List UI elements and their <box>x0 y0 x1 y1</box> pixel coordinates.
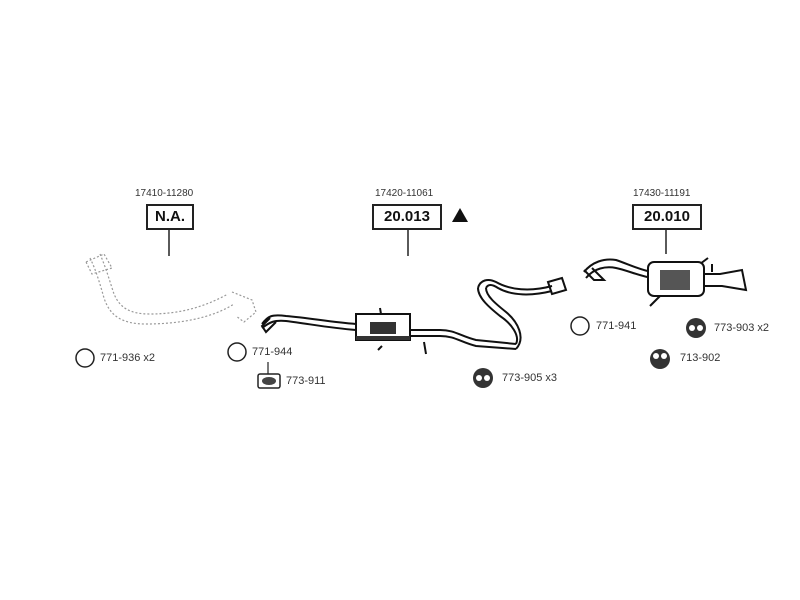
ring-icon <box>75 348 95 368</box>
ring-icon <box>227 342 247 362</box>
rear-muffler <box>647 261 705 297</box>
rear-ref-box[interactable]: 20.010 <box>632 204 702 230</box>
warning-triangle-icon <box>452 208 468 222</box>
center-muffler <box>355 313 411 341</box>
front-pipe <box>85 253 257 325</box>
center-ring-label[interactable]: 771-944 <box>252 346 293 358</box>
gasket-icon <box>257 373 281 389</box>
center-gasket-label[interactable]: 773-911 <box>286 375 326 387</box>
rubber-hanger-icon <box>686 318 706 338</box>
rear-part-number: 17430-11191 <box>633 188 691 199</box>
front-part-number: 17410-11280 <box>135 188 194 199</box>
center-ref-box[interactable]: 20.013 <box>372 204 442 230</box>
rubber-hanger-icon <box>650 349 670 369</box>
front-ring-label[interactable]: 771-936 x2 <box>100 352 156 364</box>
center-pipe <box>260 276 568 355</box>
rear-hanger-b-label[interactable]: 713-902 <box>680 352 721 364</box>
rear-ring-label[interactable]: 771-941 <box>596 320 637 332</box>
rear-hanger-a-label[interactable]: 773-903 x2 <box>714 322 770 334</box>
ring-icon <box>570 316 590 336</box>
rubber-hanger-icon <box>473 368 493 388</box>
center-part-number: 17420-11061 <box>375 188 434 199</box>
front-ref-box[interactable]: N.A. <box>146 204 194 230</box>
center-hanger-label[interactable]: 773-905 x3 <box>502 372 558 384</box>
